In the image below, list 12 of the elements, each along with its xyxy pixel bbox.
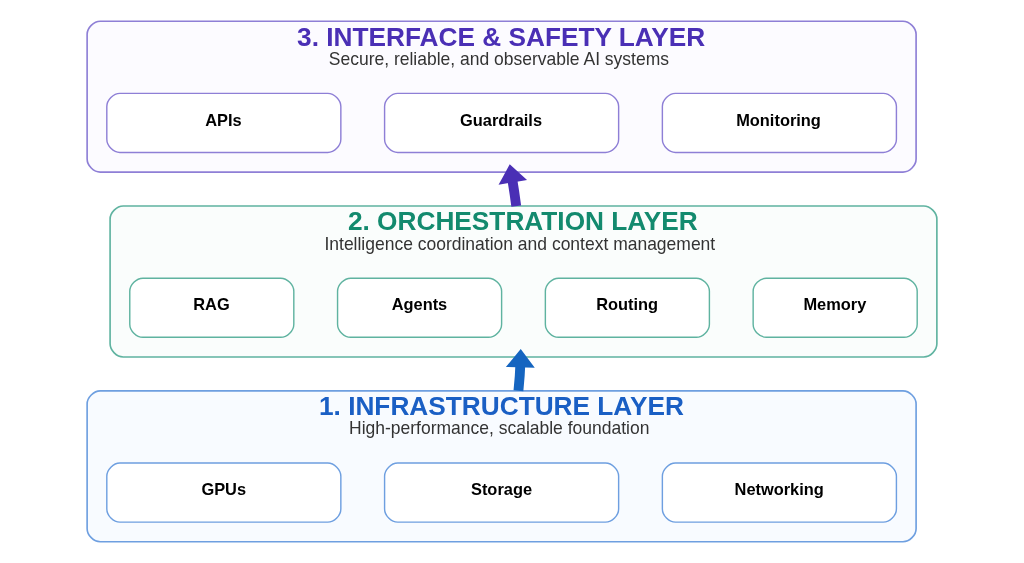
arrow — [505, 349, 535, 392]
arrow — [498, 164, 528, 207]
node-box: APIs — [106, 92, 342, 154]
node-box: GPUs — [106, 462, 342, 523]
node-box: Routing — [544, 277, 711, 338]
node-box: Networking — [661, 462, 898, 523]
node-box: Monitoring — [661, 92, 898, 154]
node-box: Guardrails — [383, 92, 620, 154]
node-box: Storage — [383, 462, 620, 523]
node-box: Agents — [336, 277, 503, 338]
node-box: Memory — [752, 277, 918, 338]
node-box: RAG — [129, 277, 295, 338]
